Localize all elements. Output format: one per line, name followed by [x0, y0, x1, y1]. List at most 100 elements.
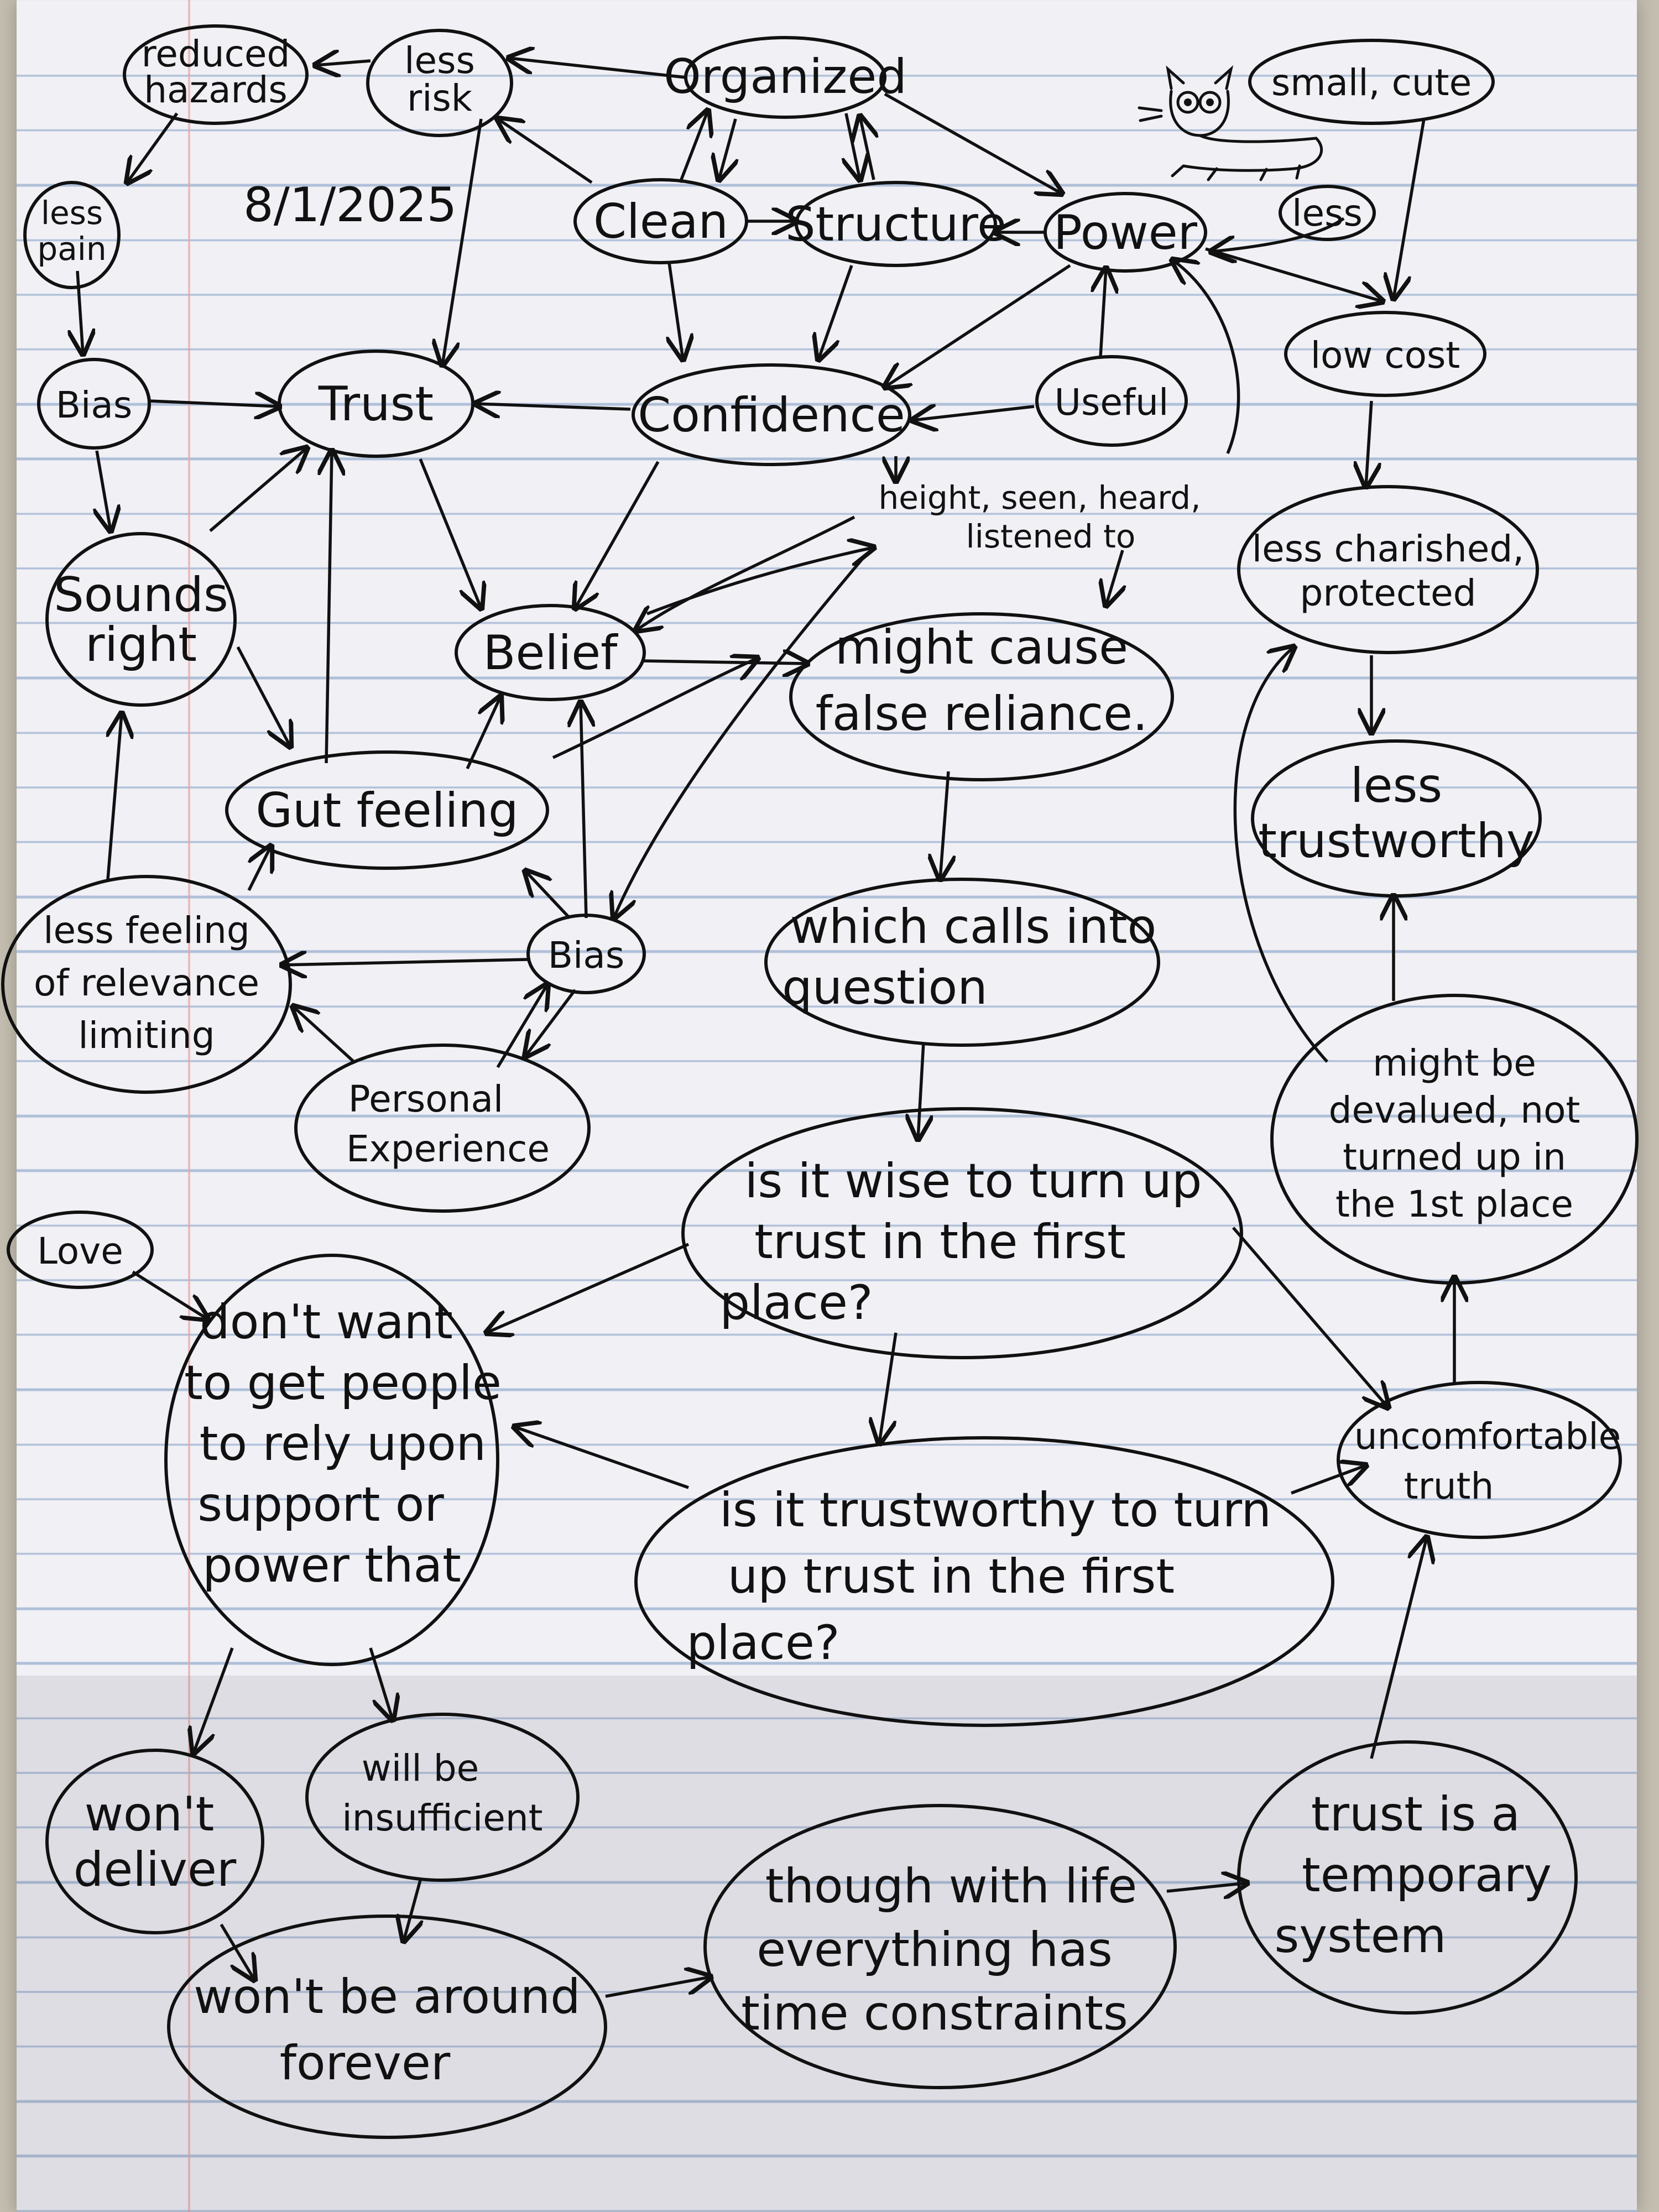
shadow-region — [17, 1676, 1637, 2212]
edge-thoughlife-trusttemporary — [1166, 1883, 1247, 1891]
node-text: false reliance. — [816, 686, 1148, 742]
svg-text:will be: will be — [362, 1747, 479, 1790]
svg-text:is it wise to turn up: is it wise to turn up — [745, 1154, 1202, 1209]
node-text: system — [1275, 1908, 1447, 1964]
svg-text:protected: protected — [1300, 572, 1476, 614]
node-text: place? — [719, 1275, 873, 1331]
edge-organized-structure — [846, 113, 860, 180]
node-small-cute: small, cute — [1248, 39, 1495, 125]
svg-text:turned up in: turned up in — [1343, 1136, 1566, 1178]
node-text: pain — [37, 230, 106, 268]
node-text: will be — [362, 1747, 479, 1790]
edge-bias-trust — [149, 401, 279, 406]
node-text: the 1st place — [1335, 1183, 1573, 1225]
svg-text:deliver: deliver — [74, 1842, 237, 1897]
edge-clean-lessrisk — [498, 119, 593, 184]
node-uncomfortable-truth: uncomfortable truth — [1337, 1381, 1622, 1539]
svg-text:false reliance.: false reliance. — [816, 686, 1148, 742]
node-text: turned up in — [1343, 1136, 1566, 1178]
edge-useful-confidence — [912, 406, 1035, 420]
node-text: less — [404, 39, 475, 82]
node-text: might be — [1373, 1042, 1536, 1084]
svg-text:Sounds: Sounds — [54, 567, 228, 623]
edge-wontdeliver-wontbearound — [220, 1923, 254, 1980]
edge-gutfeeling-belief — [466, 697, 500, 770]
svg-text:don't want: don't want — [200, 1295, 453, 1350]
svg-text:time constraints: time constraints — [741, 1986, 1128, 2041]
node-text: which calls into — [790, 899, 1157, 954]
svg-text:less: less — [41, 194, 103, 232]
node-text: temporary — [1302, 1848, 1552, 1903]
svg-text:place?: place? — [686, 1615, 839, 1671]
edge-less-power — [1211, 217, 1345, 252]
node-sounds-right: Sounds right — [45, 532, 237, 707]
svg-text:system: system — [1275, 1908, 1447, 1964]
edge-personal-lessfeeling — [293, 1006, 355, 1063]
node-text: deliver — [74, 1842, 237, 1897]
svg-text:less: less — [404, 39, 475, 82]
edge-height-bias — [614, 557, 864, 918]
node-will-be-insufficient: will be insufficient — [305, 1713, 580, 1882]
node-love: Love — [7, 1211, 154, 1289]
edge-dontwant-insufficient — [369, 1647, 393, 1720]
node-less: less — [1279, 185, 1376, 241]
node-text: is it trustworthy to turn — [719, 1483, 1271, 1538]
edge-power-lowcost — [1205, 247, 1383, 301]
node-text: don't want — [200, 1295, 453, 1350]
node-text: time constraints — [741, 1986, 1128, 2041]
edge-organized-clean — [719, 118, 735, 180]
node-text: Power — [1053, 205, 1198, 260]
node-text: up trust in the first — [728, 1549, 1175, 1604]
node-text: hazards — [144, 69, 288, 111]
node-text: truth — [1404, 1465, 1494, 1507]
node-height-seen-heard: height, seen, heard, listened to — [878, 479, 1201, 555]
svg-text:the 1st place: the 1st place — [1335, 1183, 1573, 1225]
svg-text:place?: place? — [719, 1275, 873, 1331]
node-less-pain: less pain — [23, 181, 121, 289]
node-is-it-trustworthy: is it trustworthy to turn up trust in th… — [634, 1436, 1334, 1727]
node-text: won't — [85, 1787, 215, 1842]
svg-text:trust is a: trust is a — [1311, 1787, 1520, 1842]
node-text: forever — [280, 2036, 451, 2091]
margin-line — [188, 0, 190, 2212]
svg-text:up trust in the first: up trust in the first — [728, 1549, 1175, 1604]
svg-text:might be: might be — [1373, 1042, 1536, 1084]
node-text: Organized — [664, 49, 907, 105]
node-text: support or — [197, 1477, 444, 1532]
edge-confidence-belief — [575, 461, 660, 608]
edge-bias-soundsright — [97, 450, 111, 531]
node-though-with-life: though with life everything has time con… — [703, 1804, 1177, 2089]
edge-clean-confidence — [669, 262, 683, 359]
node-organized: Organized — [664, 36, 907, 119]
node-trust-temporary: trust is a temporary system — [1237, 1740, 1578, 2015]
edge-whichcalls-iswise — [918, 1042, 924, 1139]
node-is-it-wise: is it wise to turn up trust in the first… — [681, 1107, 1243, 1359]
edge-confidence-trust — [476, 404, 631, 409]
svg-text:pain: pain — [37, 230, 106, 268]
svg-text:truth: truth — [1404, 1465, 1494, 1507]
node-text: Useful — [1055, 381, 1169, 424]
node-text: might cause — [835, 620, 1128, 675]
edges — [77, 58, 1454, 1998]
edge-belief-height — [646, 547, 874, 615]
node-gut-feeling: Gut feeling — [225, 750, 549, 870]
svg-text:which calls into: which calls into — [790, 899, 1157, 954]
svg-text:to rely upon: to rely upon — [200, 1416, 486, 1472]
node-low-cost: low cost — [1284, 311, 1486, 397]
node-text: reduced — [142, 33, 290, 75]
node-less-trustworthy: less trustworthy — [1251, 739, 1542, 898]
edge-istrustworthy-dontwant — [514, 1427, 689, 1489]
node-text: protected — [1300, 572, 1476, 614]
edge-belief-mightcause — [641, 661, 807, 664]
edge-iswise-istrustworthy — [879, 1332, 898, 1443]
node-text: Bias — [56, 384, 132, 426]
node-text: right — [85, 617, 197, 672]
svg-text:devalued, not: devalued, not — [1329, 1089, 1580, 1131]
svg-text:trustworthy: trustworthy — [1258, 813, 1535, 869]
date-label: 8/1/2025 — [243, 178, 457, 233]
svg-text:forever: forever — [280, 2036, 451, 2091]
node-text: less — [1350, 758, 1442, 813]
node-text: low cost — [1311, 334, 1460, 377]
edge-iswise-dontwant — [487, 1243, 690, 1333]
